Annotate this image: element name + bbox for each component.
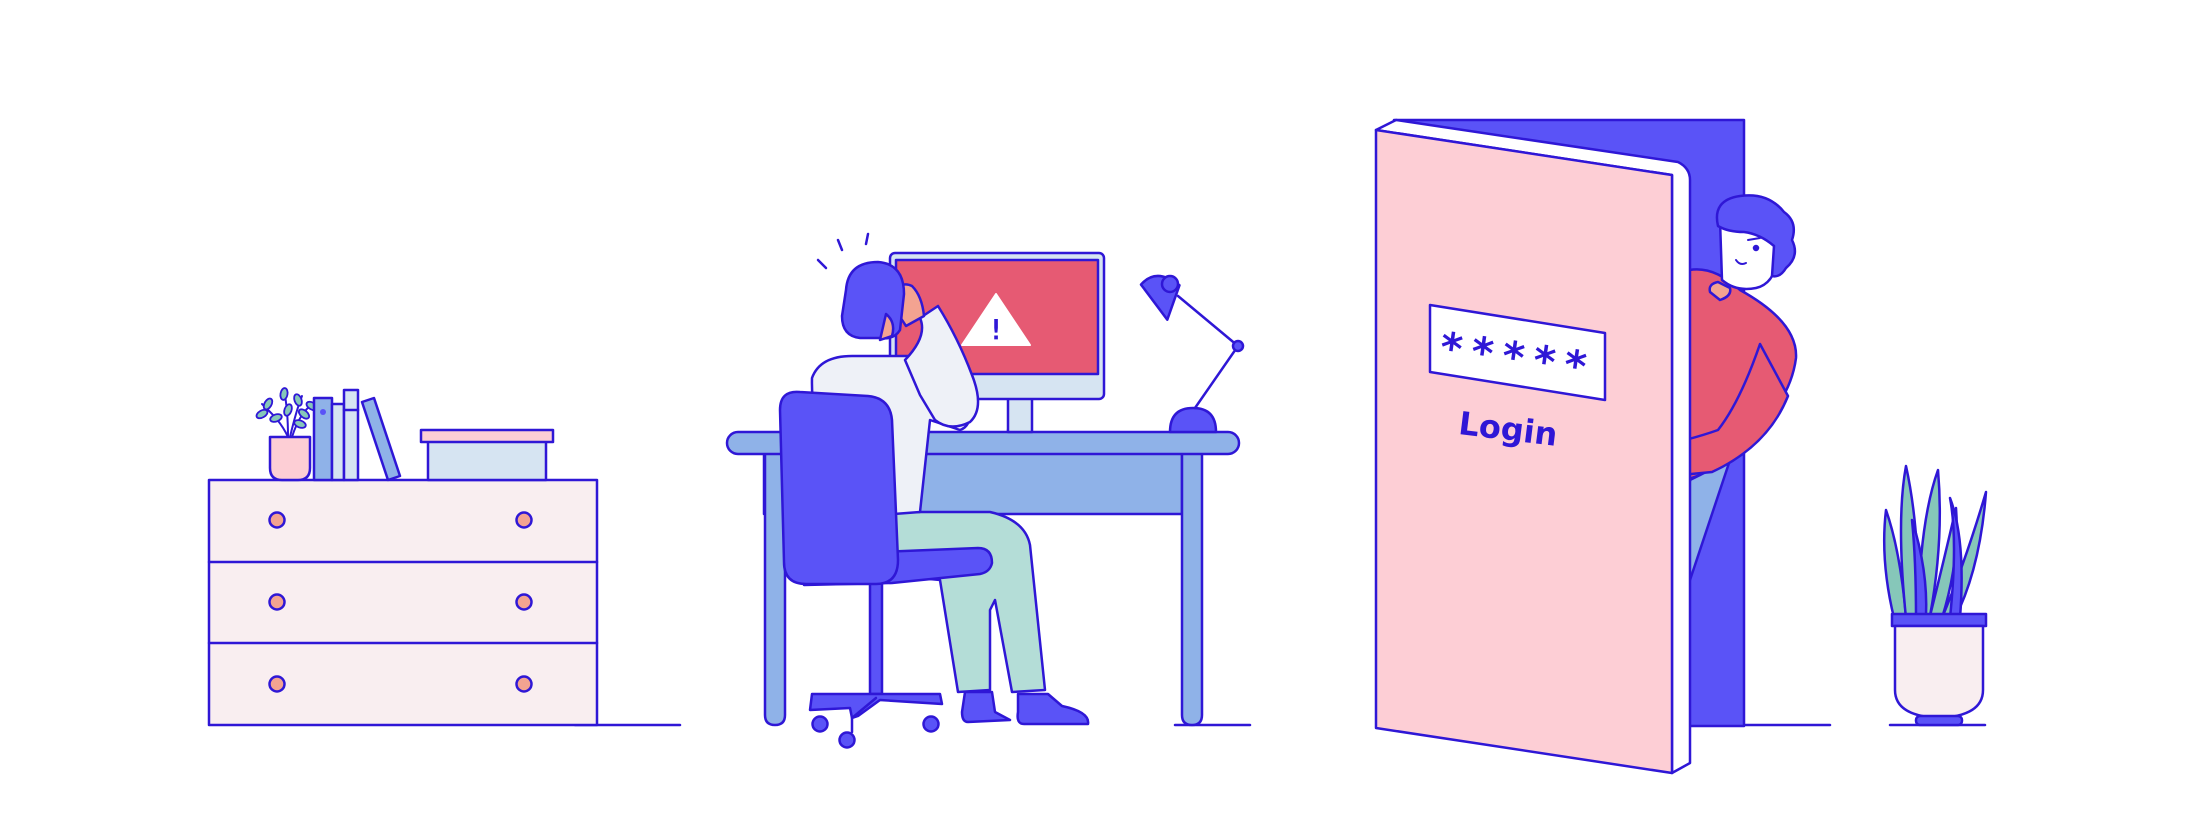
door: ***** Login <box>1374 118 1798 775</box>
drawer-knobs <box>268 511 533 693</box>
storage-box <box>419 428 555 482</box>
password-field <box>1428 303 1607 402</box>
office-chair <box>778 390 994 749</box>
warning-icon: ! <box>961 293 1031 346</box>
dresser <box>207 478 599 727</box>
alert-glyph: ! <box>988 313 1005 346</box>
stress-lines <box>816 232 870 270</box>
books <box>312 388 402 482</box>
small-potted-plant <box>255 387 319 482</box>
tall-potted-plant <box>1882 464 1988 727</box>
desk-lamp <box>1139 274 1245 434</box>
